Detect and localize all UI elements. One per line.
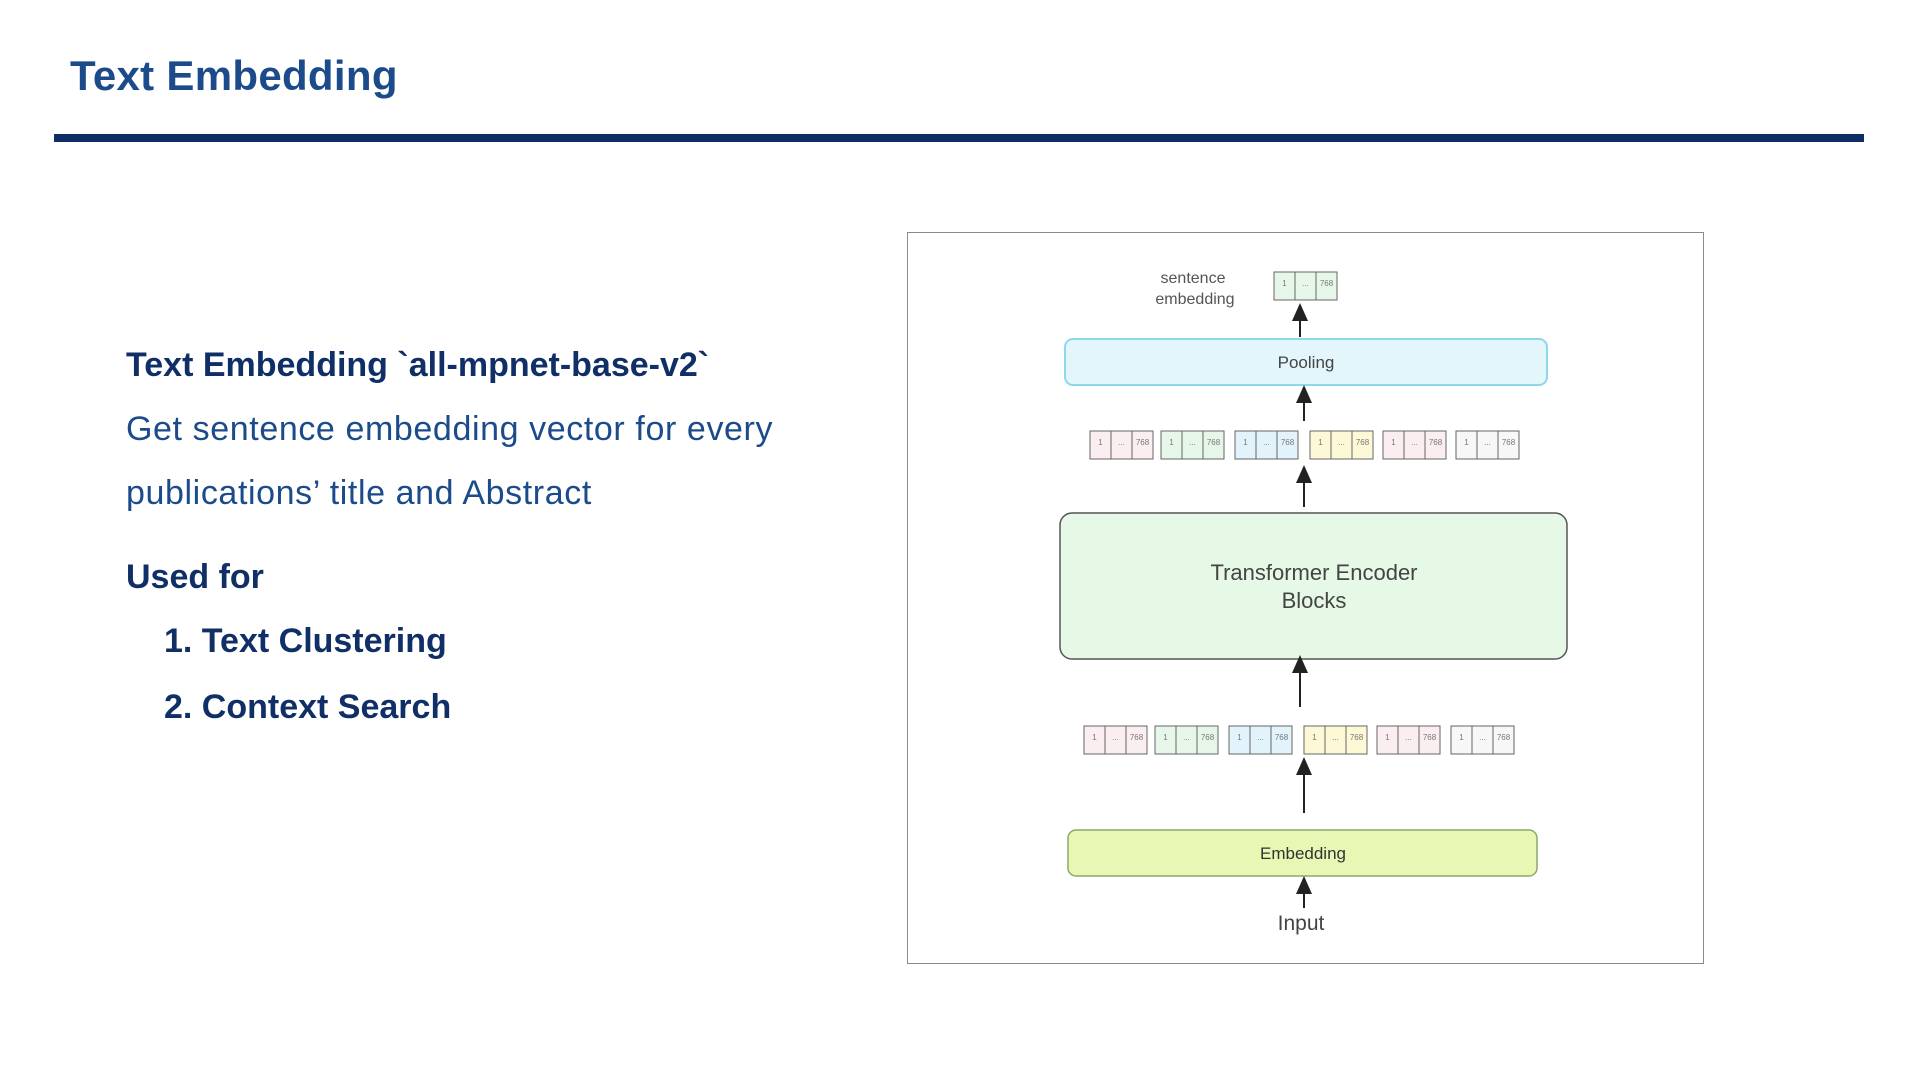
token-vector: 1... 768 [1376,725,1441,755]
token-vector: 1... 768 [1154,725,1219,755]
vector-cell [1497,430,1520,460]
vector-cell-label: 768 [1130,733,1144,742]
embedding-label: Embedding [1260,844,1346,863]
vector-cell-label: ... [1183,733,1190,742]
vector-cell [1345,725,1368,755]
token-vector: 1... 768 [1234,430,1299,460]
sentence-vector: 1... 768 [1273,271,1338,301]
use-item-context-search: 2. Context Search [164,688,452,726]
vector-cell [1276,430,1299,460]
vector-cell-label: 768 [1281,438,1295,447]
vector-cell-label: 1 [1318,438,1323,447]
input-label: Input [1278,912,1325,935]
title-divider [54,134,1864,142]
sentence-embedding-vector: 1... 768 [1273,271,1338,301]
vector-cell-label: 768 [1201,733,1215,742]
vector-cell-label: ... [1484,438,1491,447]
token-vector: 1... 768 [1160,430,1225,460]
vector-cell-label: 1 [1163,733,1168,742]
token-vector: 1... 768 [1089,430,1154,460]
transformer-encoder-block [1059,512,1568,660]
vector-cell-label: 768 [1207,438,1221,447]
token-vector: 1... 768 [1455,430,1520,460]
vector-cell-label: 1 [1312,733,1317,742]
vector-cell-label: ... [1257,733,1264,742]
vector-cell-label: ... [1112,733,1119,742]
vector-cell-label: 1 [1459,733,1464,742]
vector-cell-label: 768 [1429,438,1443,447]
vector-cell-label: 1 [1237,733,1242,742]
vector-cell-label: ... [1405,733,1412,742]
encoder-output-vectors: 1... 768 1... 768 1... 768 1... 768 1... 768 1... 7… [1089,430,1520,460]
token-vector: 1... 768 [1309,430,1374,460]
vector-cell-label: ... [1411,438,1418,447]
vector-cell [1270,725,1293,755]
vector-cell [1131,430,1154,460]
vector-cell-label: 1 [1098,438,1103,447]
vector-cell [1315,271,1338,301]
vector-cell-label: 1 [1464,438,1469,447]
used-for-heading: Used for [126,558,264,596]
vector-cell-label: 1 [1385,733,1390,742]
vector-cell-label: 1 [1169,438,1174,447]
vector-cell-label: ... [1338,438,1345,447]
vector-cell-label: 768 [1136,438,1150,447]
vector-cell [1492,725,1515,755]
vector-cell-label: 1 [1282,279,1287,288]
vector-cell-label: 768 [1350,733,1364,742]
sentence-embedding-label-line-1: sentence [1161,270,1226,287]
vector-cell-label: 1 [1243,438,1248,447]
use-item-text-clustering: 1. Text Clustering [164,622,447,660]
token-vector: 1... 768 [1450,725,1515,755]
vector-cell [1202,430,1225,460]
encoder-label-line-2: Blocks [1282,588,1347,613]
token-vector: 1... 768 [1382,430,1447,460]
vector-cell-label: 768 [1497,733,1511,742]
model-heading: Text Embedding `all-mpnet-base-v2` [126,346,710,384]
architecture-diagram: sentence embedding 1... 768 Pooling 1... 7… [907,232,1704,964]
sentence-embedding-label-line-2: embedding [1155,291,1234,308]
architecture-diagram-svg: sentence embedding 1... 768 Pooling 1... 7… [1059,270,1568,935]
vector-cell-label: 768 [1320,279,1334,288]
vector-cell-label: 1 [1092,733,1097,742]
vector-cell-label: ... [1332,733,1339,742]
embedding-output-vectors: 1... 768 1... 768 1... 768 1... 768 1... 768 1... 7… [1083,725,1515,755]
vector-cell [1196,725,1219,755]
token-vector: 1... 768 [1303,725,1368,755]
vector-cell-label: ... [1118,438,1125,447]
vector-cell [1351,430,1374,460]
vector-cell-label: ... [1479,733,1486,742]
pooling-label: Pooling [1278,353,1335,372]
vector-cell-label: 1 [1391,438,1396,447]
token-vector: 1... 768 [1228,725,1293,755]
token-vector: 1... 768 [1083,725,1148,755]
vector-cell [1125,725,1148,755]
vector-cell-label: 768 [1356,438,1370,447]
vector-cell-label: 768 [1275,733,1289,742]
vector-cell-label: ... [1263,438,1270,447]
vector-cell-label: 768 [1423,733,1437,742]
description-line-2: publications’ title and Abstract [126,474,592,512]
vector-cell [1424,430,1447,460]
vector-cell-label: ... [1302,279,1309,288]
vector-cell [1418,725,1441,755]
slide-title: Text Embedding [70,52,398,99]
vector-cell-label: 768 [1502,438,1516,447]
description-line-1: Get sentence embedding vector for every [126,410,774,448]
vector-cell-label: ... [1189,438,1196,447]
encoder-label-line-1: Transformer Encoder [1210,560,1417,585]
